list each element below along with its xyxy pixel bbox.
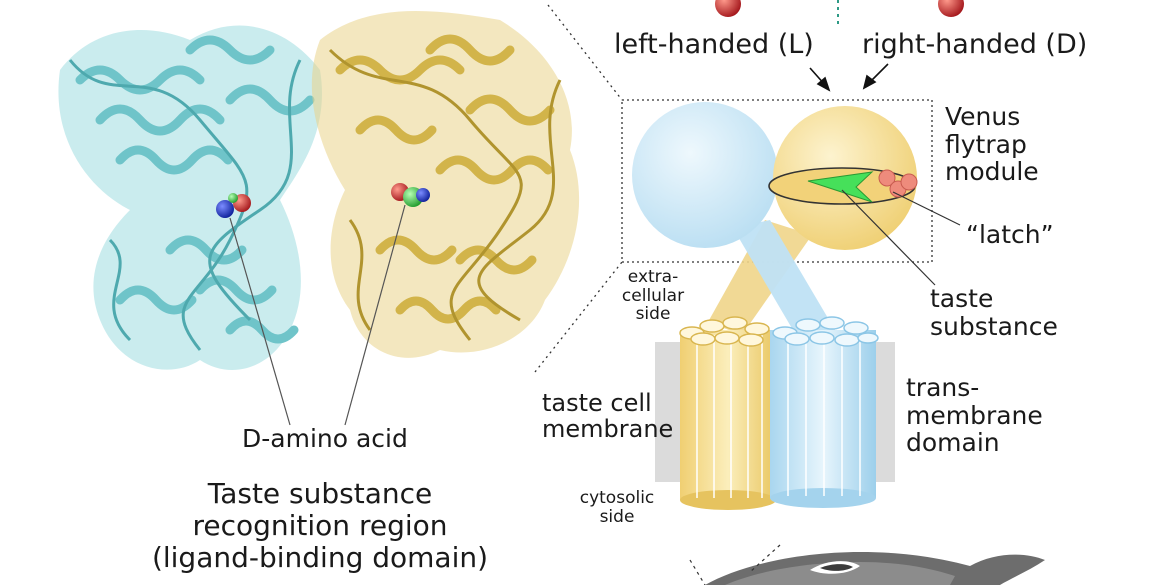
label-d-amino-acid: D-amino acid <box>242 424 408 453</box>
receptor-leaders <box>841 189 961 286</box>
ligand-arrow-shape <box>807 171 874 203</box>
fish-zoom-lines <box>689 544 781 585</box>
label-taste-cell-membrane: taste cell membrane <box>542 389 674 444</box>
label-latch: “latch” <box>966 220 1054 249</box>
chirality-atoms <box>715 0 964 26</box>
protein-structure-gold <box>311 11 580 358</box>
d-amino-acid-leaders <box>229 204 406 426</box>
label-right-handed: right-handed (D) <box>862 29 1088 60</box>
label-region-title: Taste substance recognition region (liga… <box>151 477 489 575</box>
label-left-handed: left-handed (L) <box>614 29 814 60</box>
protein-structure-cyan <box>58 25 322 371</box>
latch-spheres <box>878 169 918 198</box>
ligand-atoms-left <box>216 193 251 218</box>
chirality-arrows <box>809 63 889 92</box>
label-taste-substance: taste substance <box>930 284 1058 341</box>
fish-image <box>705 552 1045 585</box>
blue-tm-bundle <box>770 316 879 508</box>
label-cytosolic-side: cytosolic side <box>579 488 655 527</box>
receptor-schematic <box>632 102 918 510</box>
label-extracellular-side: extra- cellular side <box>621 267 685 325</box>
ligand-atoms-right <box>391 183 430 207</box>
label-venus-flytrap-module: Venus flytrap module <box>945 102 1039 186</box>
blue-stalk <box>733 220 835 342</box>
blue-vft-sphere <box>632 102 778 248</box>
gold-tm-bundle <box>679 316 776 510</box>
zoom-lines <box>534 4 623 373</box>
label-transmembrane-domain: trans- membrane domain <box>906 373 1043 457</box>
